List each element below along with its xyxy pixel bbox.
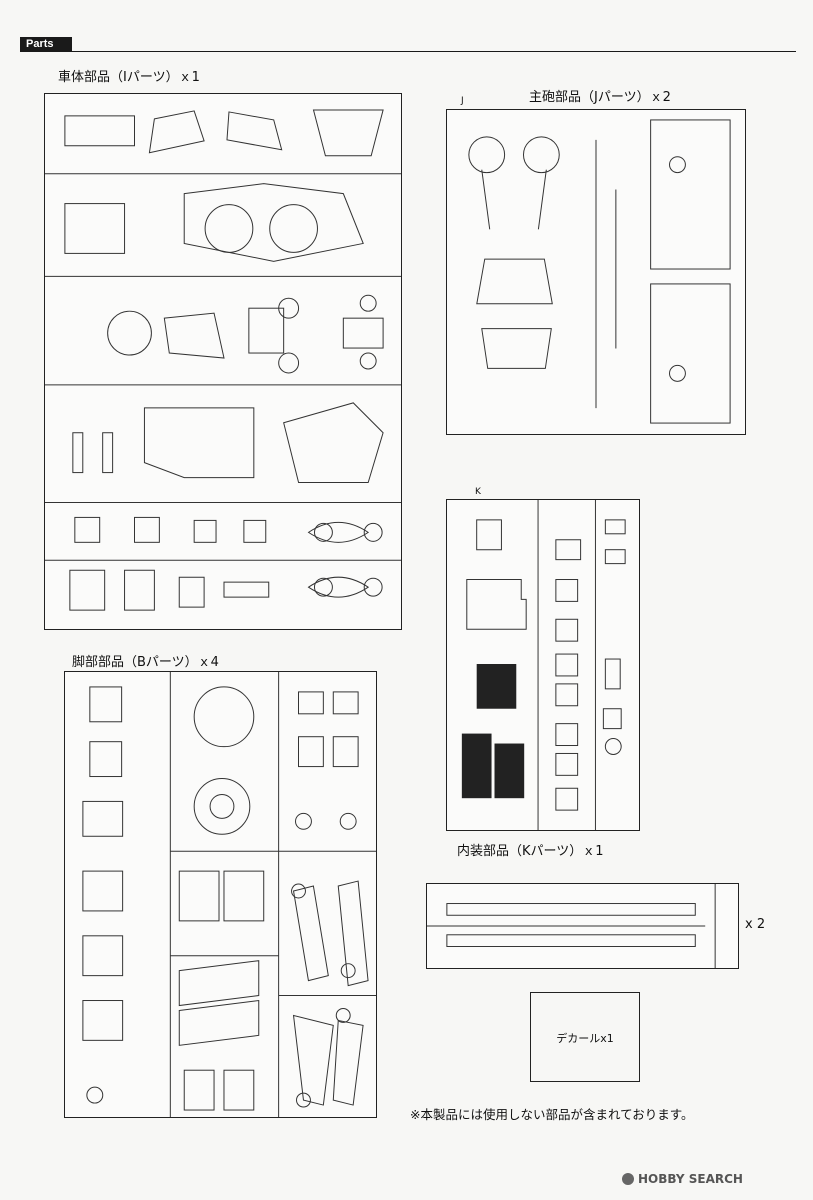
- watermark: HOBBY SEARCH: [622, 1172, 743, 1186]
- sprue-j-frame: J: [446, 96, 746, 435]
- sprue-k-frame: K: [446, 487, 640, 831]
- sprue-i-frame: [44, 93, 402, 630]
- sprue-j-drawing: [468, 119, 731, 424]
- watermark-text: HOBBY SEARCH: [638, 1172, 743, 1186]
- sprue-i-title: 車体部品（Iパーツ）ｘ1: [58, 70, 200, 85]
- sprue-b-frame: [64, 671, 377, 1118]
- header-rule: [20, 51, 796, 52]
- sprue-j-title: 主砲部品（Jパーツ）ｘ2: [529, 90, 671, 105]
- unused-parts-note: ※本製品には使用しない部品が含まれております。: [410, 1107, 694, 1122]
- sprue-k-title: 内装部品（Kパーツ）ｘ1: [457, 844, 604, 859]
- parts-tab: Parts: [20, 37, 72, 52]
- watermark-logo-icon: [622, 1173, 634, 1185]
- sprue-b-title: 脚部部品（Bパーツ）ｘ4: [72, 655, 219, 670]
- barrel-sprue-drawing: [427, 884, 716, 968]
- barrel-sprue-qty: x 2: [745, 917, 766, 932]
- sprue-k-tag: K: [475, 487, 481, 497]
- sprue-i-drawing: [45, 109, 401, 611]
- sprue-b-drawing: [82, 672, 376, 1117]
- barrel-sprue-frame: [426, 883, 739, 969]
- sprue-k-drawing: [461, 500, 626, 830]
- sprue-j-tag: J: [461, 96, 464, 106]
- decal-box: デカールx1: [530, 992, 640, 1082]
- decal-label: デカールx1: [556, 1032, 614, 1045]
